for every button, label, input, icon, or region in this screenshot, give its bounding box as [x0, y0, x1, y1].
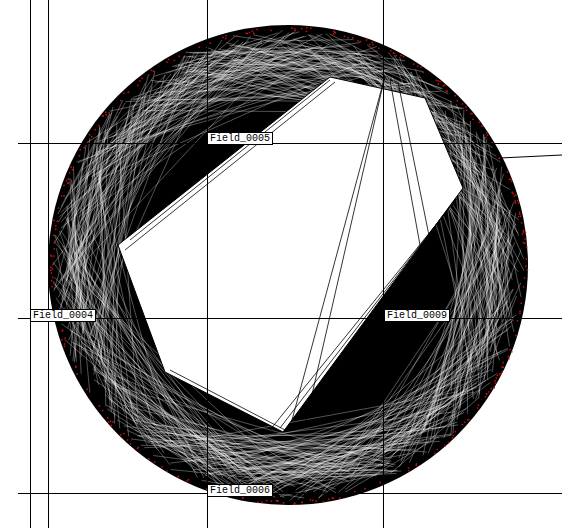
crossing-lines [125, 76, 460, 430]
boundary-dots [50, 27, 528, 505]
grid-line [207, 0, 208, 528]
field-tag: Field_0009 [384, 309, 450, 322]
grid-line [30, 0, 31, 528]
field-label: Field_0009 [387, 310, 447, 321]
grid-line [48, 0, 49, 528]
grid-line [18, 318, 562, 319]
field-tag: Field_0004 [30, 309, 96, 322]
field-tag: Field_0006 [207, 484, 273, 497]
grid-line [18, 493, 562, 494]
field-label: Field_0006 [210, 485, 270, 496]
empty-region [118, 77, 463, 432]
grid-line [18, 143, 562, 144]
field-disk [48, 25, 528, 505]
field-label: Field_0004 [33, 310, 93, 321]
field-label: Field_0005 [210, 133, 270, 144]
grid-line [383, 0, 384, 528]
chord-texture [52, 30, 524, 500]
stray-line [500, 155, 562, 158]
field-tag: Field_0005 [207, 132, 273, 145]
